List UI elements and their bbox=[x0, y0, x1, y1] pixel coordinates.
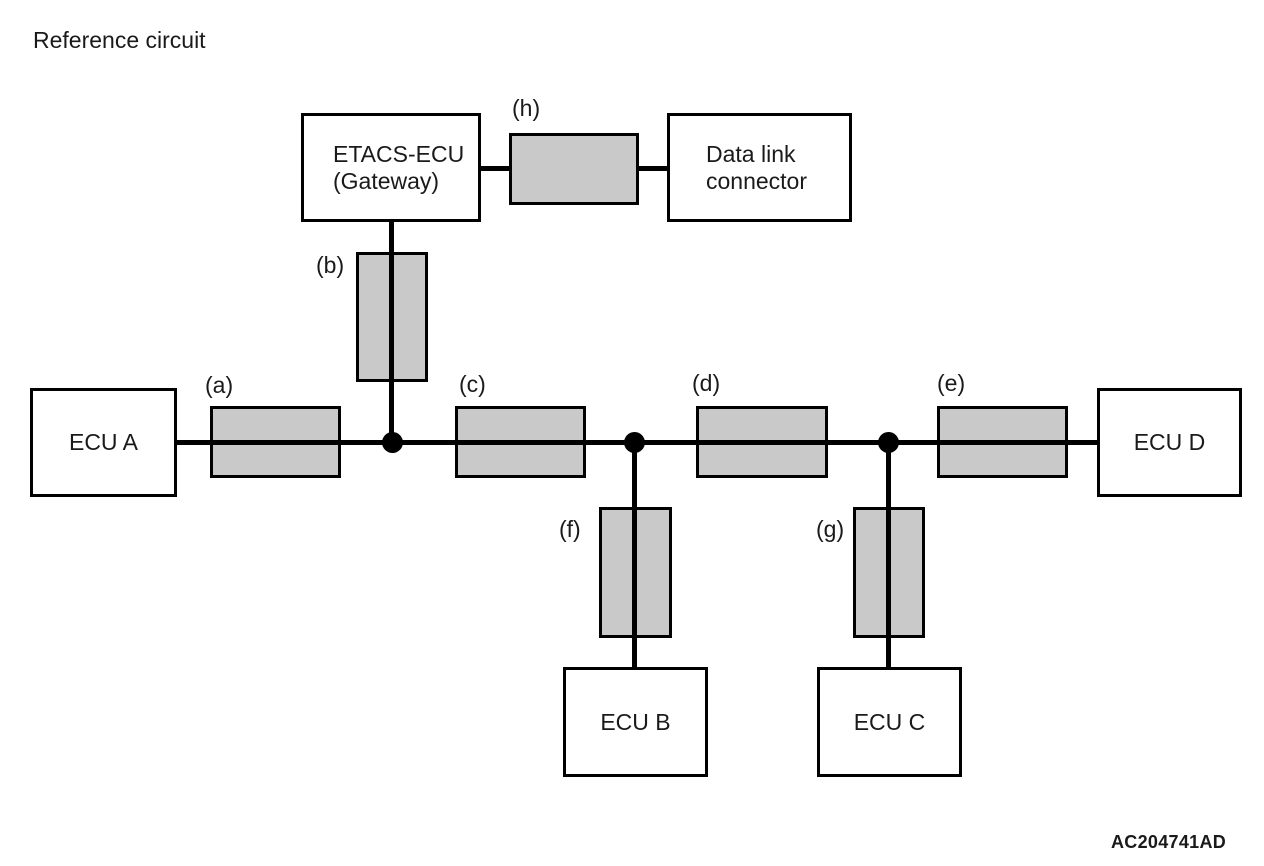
connector-h-to-dlc-wire bbox=[639, 166, 667, 171]
connector-c-label: (c) bbox=[459, 371, 486, 397]
dlc-label-line2: connector bbox=[706, 167, 808, 194]
etacs-to-connector-h-wire bbox=[481, 166, 509, 171]
connector-h bbox=[509, 133, 639, 205]
node-data-link-connector: Data link connector bbox=[667, 113, 852, 222]
bus-to-ecu-b-wire-overlay bbox=[632, 440, 637, 667]
diagram-title: Reference circuit bbox=[33, 27, 206, 53]
bus-junction-dot-1 bbox=[382, 432, 403, 453]
node-ecu-b: ECU B bbox=[563, 667, 708, 777]
dlc-label-line1: Data link bbox=[706, 140, 796, 167]
bus-junction-dot-3 bbox=[878, 432, 899, 453]
connector-e-label: (e) bbox=[937, 370, 966, 396]
connector-a-label: (a) bbox=[205, 372, 234, 398]
node-ecu-a: ECU A bbox=[30, 388, 177, 497]
connector-h-label: (h) bbox=[512, 95, 541, 121]
bus-to-ecu-c-wire-overlay bbox=[886, 440, 891, 667]
node-ecu-c: ECU C bbox=[817, 667, 962, 777]
etacs-label-line2: (Gateway) bbox=[333, 167, 440, 194]
node-ecu-d: ECU D bbox=[1097, 388, 1242, 497]
bus-junction-dot-2 bbox=[624, 432, 645, 453]
etacs-label-line1: ETACS-ECU bbox=[333, 140, 465, 167]
figure-code: AC204741AD bbox=[1111, 832, 1227, 852]
ecu-b-label: ECU B bbox=[600, 708, 671, 735]
connector-d-label: (d) bbox=[692, 370, 721, 396]
node-etacs-ecu-gateway: ETACS-ECU (Gateway) bbox=[301, 113, 481, 222]
ecu-a-label: ECU A bbox=[68, 429, 139, 455]
ecu-c-label: ECU C bbox=[853, 708, 926, 735]
connector-f-label: (f) bbox=[559, 516, 581, 542]
connector-b-label: (b) bbox=[316, 252, 345, 278]
ecu-d-label: ECU D bbox=[1133, 429, 1206, 455]
etacs-to-bus-wire-overlay bbox=[389, 222, 394, 443]
connector-g-label: (g) bbox=[816, 516, 845, 542]
